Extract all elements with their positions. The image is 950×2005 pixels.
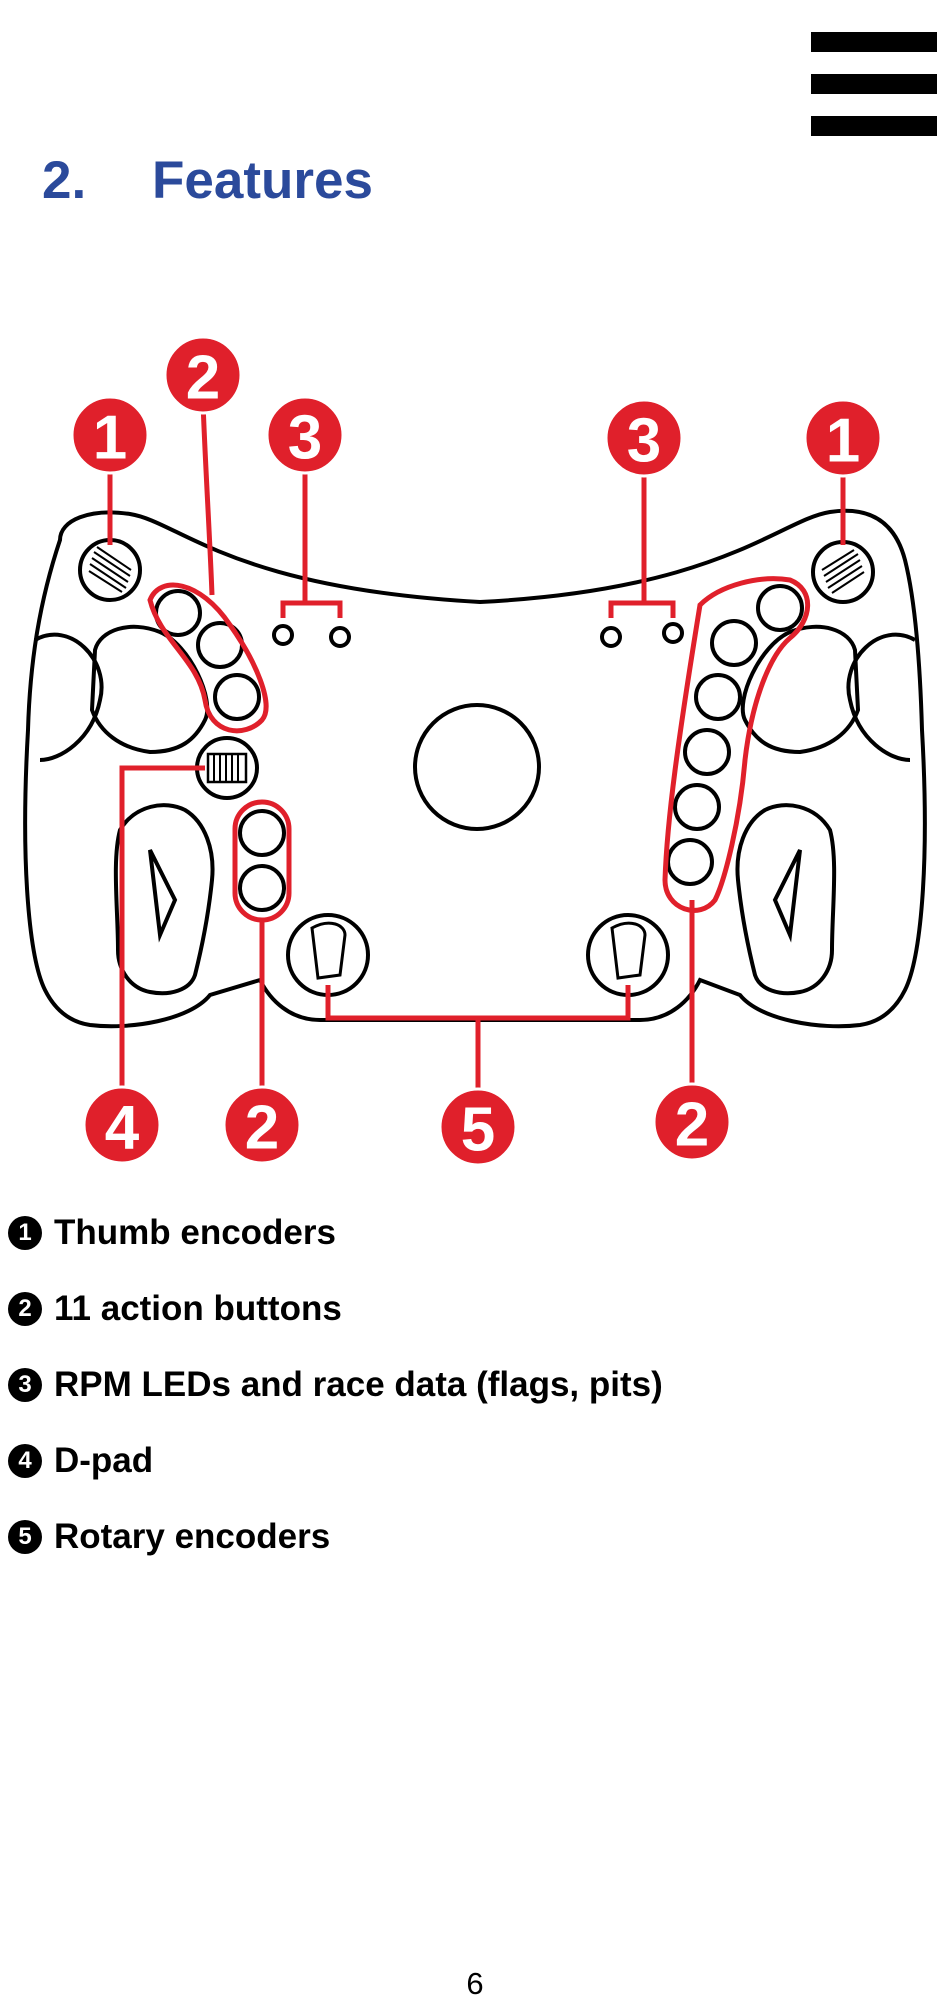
svg-text:1: 1 (826, 407, 860, 476)
leader-2-top (200, 401, 215, 596)
section-heading: 2. Features (42, 150, 373, 211)
rotary-encoder-right (586, 913, 670, 997)
leader-4 (119, 765, 205, 1090)
feature-label: 11 action buttons (54, 1289, 342, 1328)
svg-text:3: 3 (288, 404, 322, 473)
svg-text:5: 5 (461, 1096, 495, 1165)
thumb-encoder-left (78, 538, 142, 602)
leader-5 (325, 985, 631, 1090)
feature-marker: 1 (8, 1216, 42, 1250)
right-rim-cut (846, 632, 916, 762)
leader-3-left (280, 470, 343, 618)
section-title: Features (152, 151, 373, 210)
center-screen (413, 703, 541, 831)
menu-bar (811, 116, 937, 136)
feature-item: 1 Thumb encoders (8, 1195, 663, 1271)
feature-label: D-pad (54, 1441, 154, 1480)
rotary-encoder-left (286, 913, 370, 997)
svg-text:2: 2 (675, 1091, 709, 1160)
feature-item: 2 11 action buttons (8, 1271, 663, 1347)
callout-badge-2-bottom-right: 2 (652, 1082, 732, 1162)
right-paddle-shape (772, 849, 802, 943)
callout-badge-5: 5 (438, 1087, 518, 1167)
feature-label: Thumb encoders (54, 1213, 336, 1252)
callout-badge-3-left: 3 (265, 395, 345, 475)
callout-badge-2-top: 2 (163, 335, 243, 415)
thumb-encoder-right (811, 540, 875, 604)
feature-item: 5 Rotary encoders (8, 1499, 663, 1575)
feature-item: 3 RPM LEDs and race data (flags, pits) (8, 1347, 663, 1423)
section-number: 2. (42, 151, 87, 210)
callout-lines (107, 401, 846, 1090)
svg-text:4: 4 (105, 1094, 140, 1163)
svg-text:2: 2 (245, 1094, 279, 1163)
features-list: 1 Thumb encoders 2 11 action buttons 3 R… (8, 1195, 663, 1575)
highlight-buttons-left-upper (147, 582, 269, 734)
page-number: 6 (466, 1966, 484, 2001)
menu-bar (811, 32, 937, 52)
action-buttons-right (666, 584, 804, 886)
rpm-leds (272, 622, 684, 648)
callout-badge-1-left: 1 (70, 395, 150, 475)
hamburger-icon[interactable] (811, 32, 937, 136)
feature-item: 4 D-pad (8, 1423, 663, 1499)
svg-text:3: 3 (627, 407, 661, 476)
feature-marker: 5 (8, 1520, 42, 1554)
feature-marker: 2 (8, 1292, 42, 1326)
left-grip-upper (89, 624, 210, 755)
svg-text:2: 2 (186, 344, 220, 413)
leader-3-right (608, 470, 676, 618)
callout-badge-1-right: 1 (803, 398, 883, 478)
feature-marker: 4 (8, 1444, 42, 1478)
menu-bar (811, 74, 937, 94)
callout-badge-4: 4 (82, 1085, 162, 1165)
feature-marker: 3 (8, 1368, 42, 1402)
left-rim-cut (34, 632, 104, 762)
highlight-buttons-right (662, 576, 811, 913)
feature-label: RPM LEDs and race data (flags, pits) (54, 1365, 663, 1404)
steering-wheel-diagram: 1 2 3 3 1 4 2 5 2 (23, 335, 927, 1167)
action-buttons-left-lower (238, 809, 286, 912)
svg-text:1: 1 (93, 404, 127, 473)
dpad (195, 736, 259, 800)
callout-badge-2-bottom-left: 2 (222, 1085, 302, 1165)
feature-label: Rotary encoders (54, 1517, 331, 1556)
callout-badge-3-right: 3 (604, 398, 684, 478)
left-paddle-shape (148, 849, 178, 943)
